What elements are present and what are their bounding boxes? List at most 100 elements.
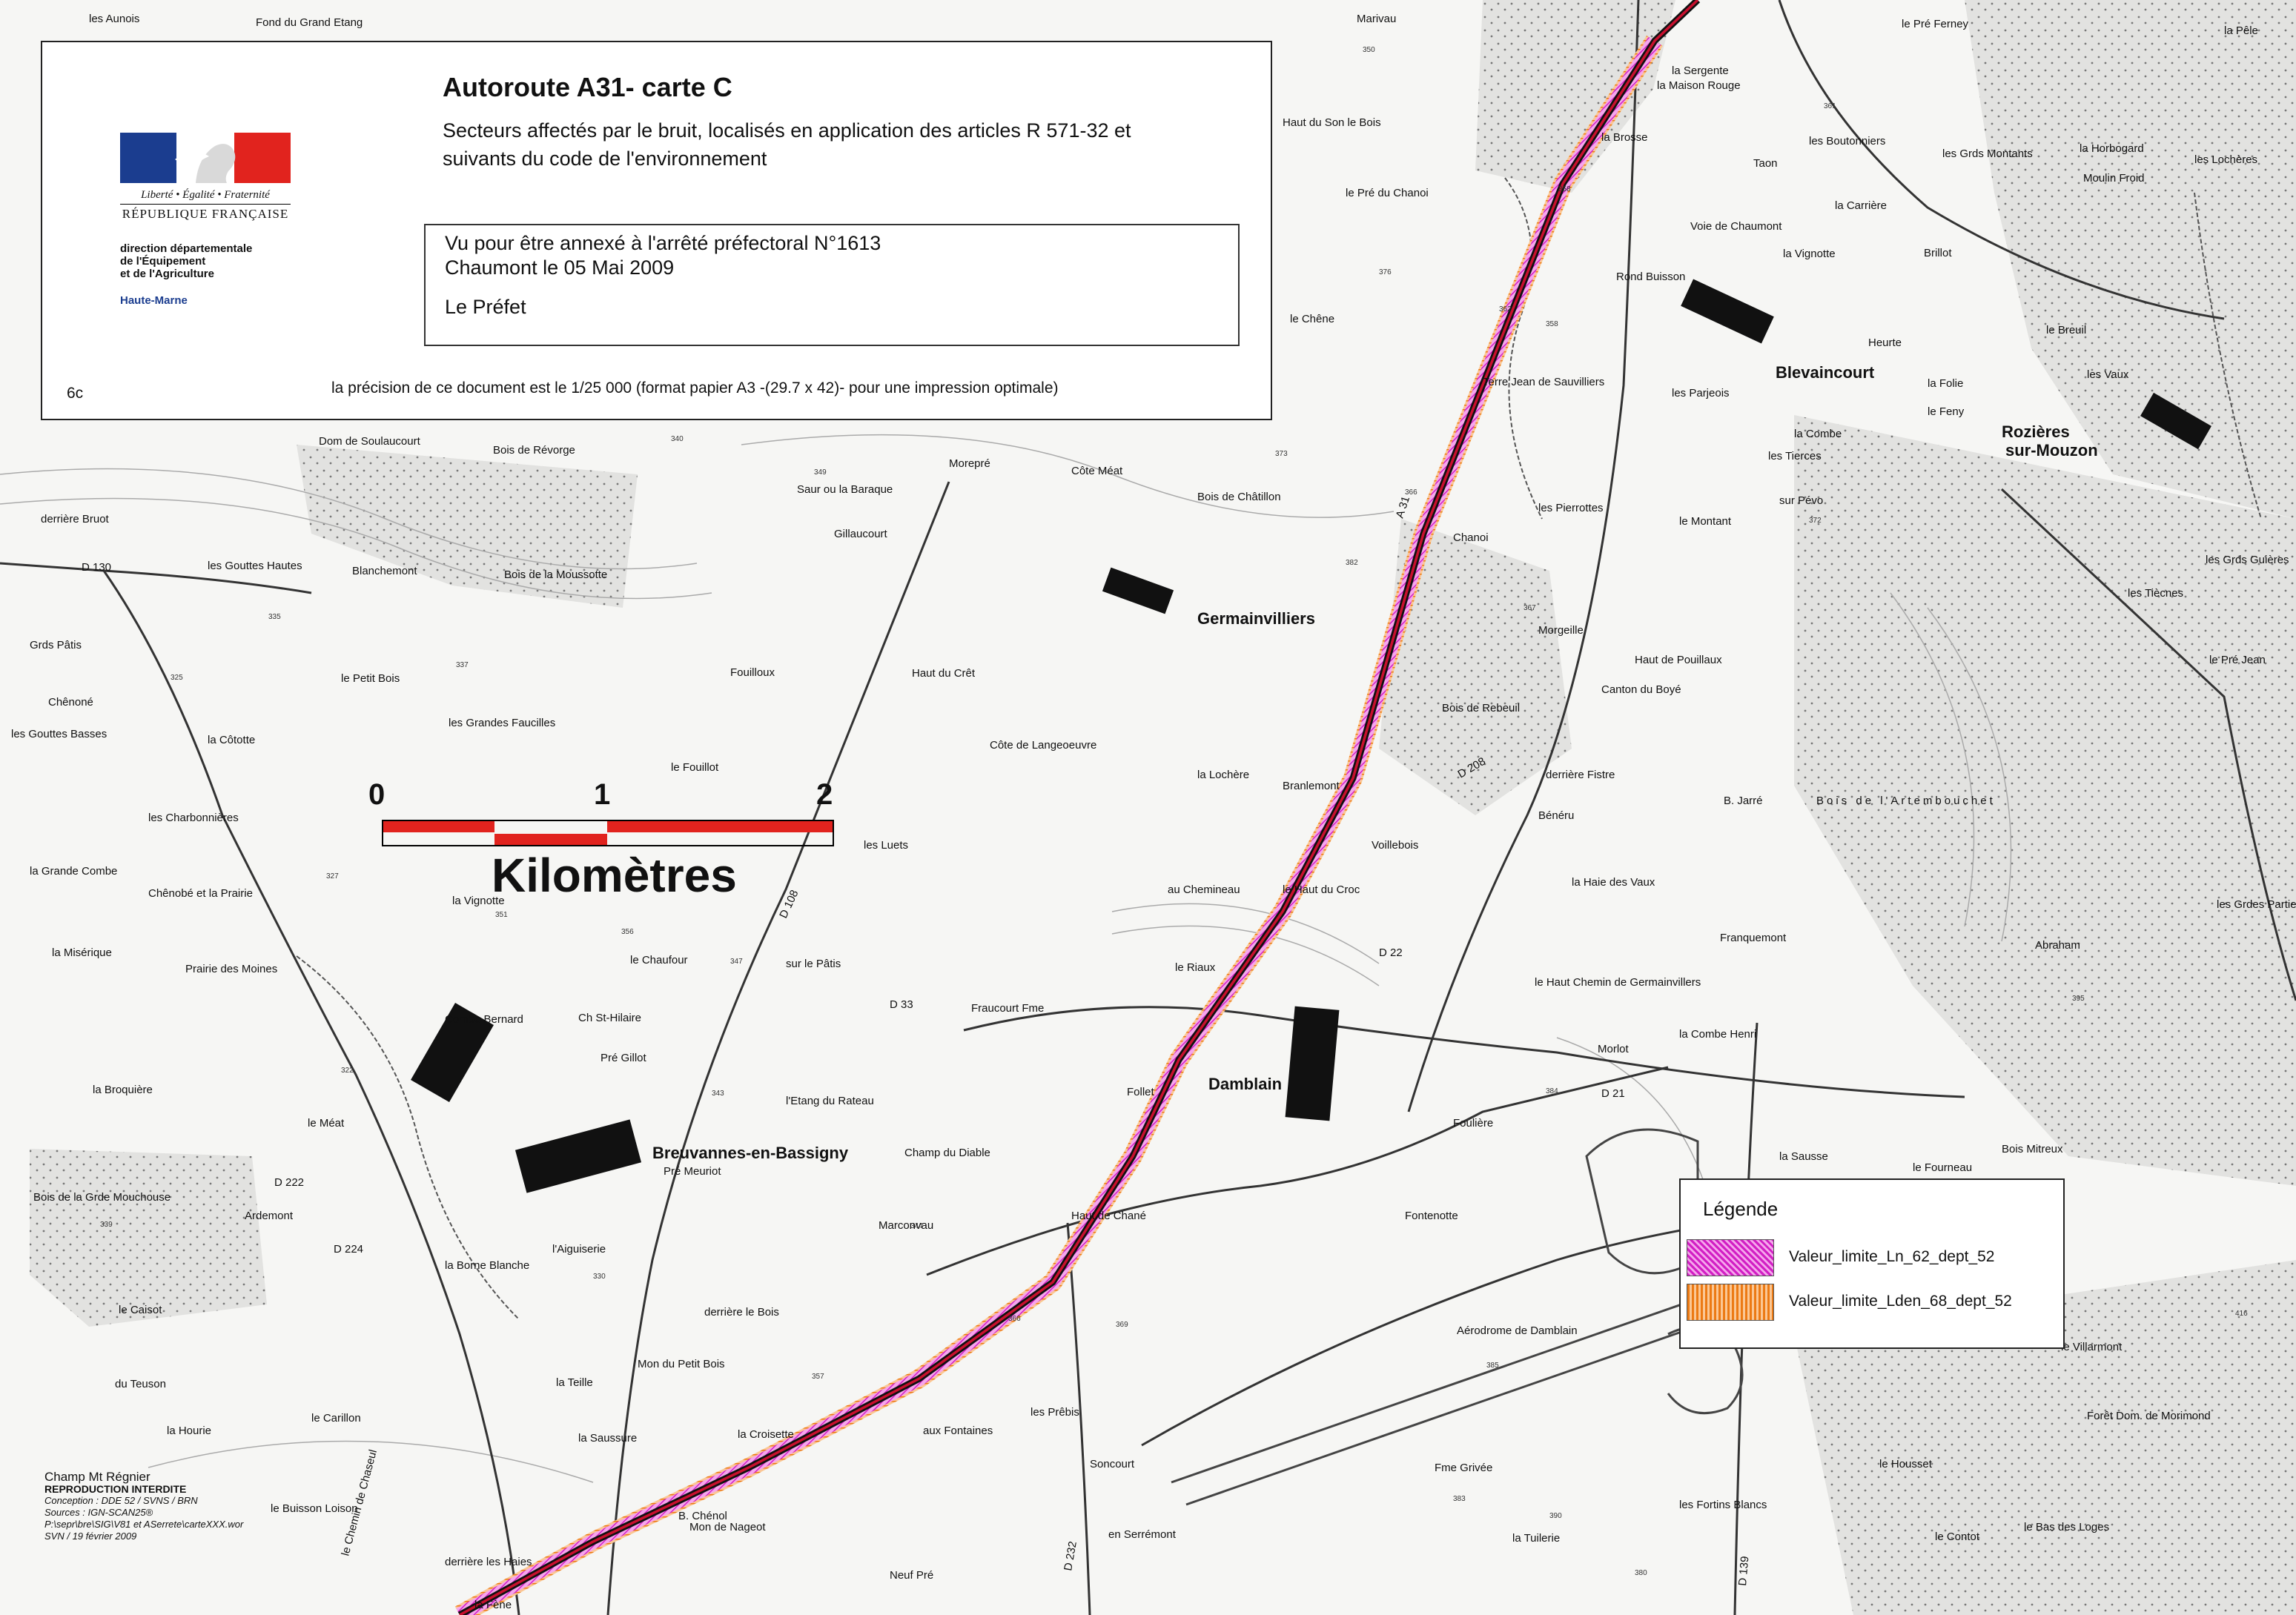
legend-title: Légende [1703,1198,1779,1220]
svg-text:358: 358 [1558,185,1571,193]
svg-text:Ardemont: Ardemont [245,1210,294,1222]
svg-text:Foulière: Foulière [1453,1117,1493,1130]
svg-text:Brillot: Brillot [1924,247,1952,259]
svg-text:Chanoi: Chanoi [1453,531,1489,544]
svg-text:Follet: Follet [1127,1086,1155,1098]
subtitle-line: suivants du code de l'environnement [443,147,767,170]
svg-text:373: 373 [1275,450,1288,458]
svg-text:D 224: D 224 [334,1243,363,1256]
svg-text:Moulin Froid: Moulin Froid [2083,172,2145,185]
svg-text:376: 376 [1379,268,1392,276]
arrete-line: Vu pour être annexé à l'arrêté préfector… [445,232,881,254]
spot-elevations: 350 361 358 376 362 358 366 372 373 382 … [100,46,2248,1577]
svg-text:les Fortins Blancs: les Fortins Blancs [1679,1499,1767,1511]
svg-text:362: 362 [1499,305,1512,314]
svg-text:Blanchemont: Blanchemont [352,565,417,577]
svg-text:Voie de Chaumont: Voie de Chaumont [1690,220,1782,233]
org-line: direction départementale [120,242,253,255]
svg-text:367: 367 [1524,604,1536,612]
svg-text:la Tuilerie: la Tuilerie [1512,1532,1560,1545]
svg-text:Franquemont: Franquemont [1720,932,1787,944]
svg-text:le Breuil: le Breuil [2046,324,2086,336]
svg-text:D 139: D 139 [1736,1556,1751,1586]
credit-line: Champ Mt Régnier [44,1470,150,1484]
svg-text:les Pierrottes: les Pierrottes [1538,502,1604,514]
svg-text:Ch St-Hilaire: Ch St-Hilaire [578,1012,641,1024]
svg-text:Haut de Chané: Haut de Chané [1071,1210,1146,1222]
svg-text:Rond Buisson: Rond Buisson [1616,271,1685,283]
svg-text:le Riaux: le Riaux [1175,961,1216,974]
svg-text:la Horbogard: la Horbogard [2080,142,2144,155]
svg-text:la Borne Blanche: la Borne Blanche [445,1259,529,1272]
svg-text:la Maison Rouge: la Maison Rouge [1657,79,1741,92]
svg-text:Bois Mitreux: Bois Mitreux [2002,1143,2063,1155]
svg-text:Côte de Langeoeuvre: Côte de Langeoeuvre [990,739,1096,752]
svg-text:les Tierces: les Tierces [1768,450,1822,462]
precision-note: la précision de ce document est le 1/25 … [331,379,1059,397]
svg-text:la Fène: la Fène [474,1599,512,1611]
svg-text:les Luets: les Luets [864,839,908,852]
svg-text:aux Fontaines: aux Fontaines [923,1425,993,1437]
svg-text:Marconvau: Marconvau [879,1219,933,1232]
svg-text:D 33: D 33 [890,998,913,1011]
svg-text:361: 361 [1824,102,1836,110]
svg-text:327: 327 [326,872,339,881]
svg-text:le Chêne: le Chêne [1290,313,1334,325]
svg-text:339: 339 [100,1221,113,1229]
svg-text:Fraucourt Fme: Fraucourt Fme [971,1002,1044,1015]
svg-text:Fond du Grand Etang: Fond du Grand Etang [256,16,363,29]
svg-text:Mon du Petit Bois: Mon du Petit Bois [638,1358,725,1370]
svg-text:sur Pévo: sur Pévo [1779,494,1823,507]
scale-tick-label: 2 [816,778,833,811]
svg-text:les Gouttes Basses: les Gouttes Basses [11,728,107,740]
svg-text:Pré Meuriot: Pré Meuriot [664,1165,721,1178]
svg-text:le Fouillot: le Fouillot [671,761,719,774]
svg-text:la Brosse: la Brosse [1601,131,1648,144]
svg-text:Aérodrome de Damblain: Aérodrome de Damblain [1457,1324,1578,1337]
svg-text:351: 351 [495,911,508,919]
org-line: de l'Équipement [120,255,206,268]
svg-text:la Teille: la Teille [556,1376,593,1389]
credit-line: Conception : DDE 52 / SVNS / BRN [44,1495,198,1506]
logo-motto: Liberté • Égalité • Fraternité [141,189,270,201]
svg-text:la Broquière: la Broquière [93,1084,153,1096]
a31-motorway[interactable] [457,0,1701,1615]
svg-text:les Gouttes Hautes: les Gouttes Hautes [208,560,302,572]
forest-areas [30,0,2296,1615]
svg-text:la Sausse: la Sausse [1779,1150,1828,1163]
svg-text:395: 395 [2072,995,2085,1003]
svg-text:335: 335 [268,613,281,621]
svg-text:D 222: D 222 [274,1176,304,1189]
scale-unit: Kilomètres [492,849,737,902]
svg-text:416: 416 [2235,1310,2248,1318]
svg-text:Bois de Rebeuil: Bois de Rebeuil [1442,702,1520,714]
svg-text:Fme Grivée: Fme Grivée [1435,1462,1492,1474]
svg-text:derrière Bruot: derrière Bruot [41,513,110,525]
village-label: Blevaincourt [1776,363,1875,382]
flag-blue-band [120,133,176,183]
svg-text:Terre Jean de Sauvilliers: Terre Jean de Sauvilliers [1483,376,1604,388]
svg-text:Pré Gillot: Pré Gillot [601,1052,647,1064]
svg-text:le Housset: le Housset [1879,1458,1933,1470]
svg-text:Chênobé et la Prairie: Chênobé et la Prairie [148,887,253,900]
svg-text:derrière les Haies: derrière les Haies [445,1556,532,1568]
subtitle-line: Secteurs affectés par le bruit, localisé… [443,119,1131,142]
scale-tick-label: 0 [368,778,386,811]
svg-text:la Carrière: la Carrière [1835,199,1887,212]
svg-text:le Haut du Croc: le Haut du Croc [1283,883,1360,896]
svg-text:le Pré Ferney: le Pré Ferney [1902,18,1969,30]
svg-text:Taon: Taon [1753,157,1778,170]
svg-text:Dom de Soulaucourt: Dom de Soulaucourt [319,435,421,448]
svg-text:Voillebois: Voillebois [1372,839,1418,852]
org-line: et de l'Agriculture [120,268,214,280]
rivers [296,177,2262,1320]
svg-text:366: 366 [1405,488,1417,497]
svg-text:A 31: A 31 [1394,494,1412,520]
legend-label: Valeur_limite_Ln_62_dept_52 [1789,1248,1995,1265]
scale-segment [383,821,494,832]
department-name: Haute-Marne [120,294,188,307]
svg-text:Gillaucourt: Gillaucourt [834,528,888,540]
svg-text:du Teuson: du Teuson [115,1378,166,1390]
arrete-line: Chaumont le 05 Mai 2009 [445,256,675,279]
